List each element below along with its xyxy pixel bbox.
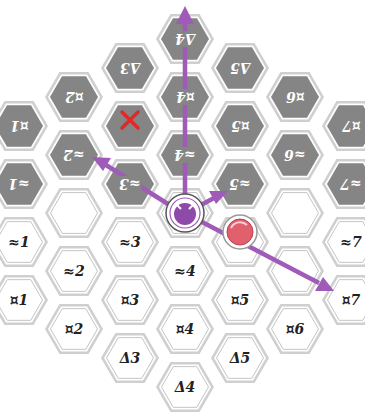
player-tile: ≈2 [45, 245, 103, 297]
opponent-tile: ≈4 [156, 129, 214, 181]
tile-label: Δ4 [174, 379, 197, 395]
tile-label: ≈7 [339, 234, 362, 250]
player-tile: ¤7 [322, 274, 365, 326]
opponent-tile: ≈2 [45, 129, 103, 181]
player-tile: ¤4 [156, 303, 214, 355]
blank-tile [45, 188, 103, 238]
tile-label: ≈5 [228, 176, 251, 192]
tile-label: ≈2 [62, 263, 85, 279]
player-tile: ¤6 [266, 303, 324, 355]
red-cross [122, 112, 138, 128]
player-tile: Δ4 [156, 361, 214, 413]
tile-label: ¤2 [64, 321, 85, 337]
move-arrows [92, 6, 334, 291]
tile-label: ¤5 [230, 118, 251, 134]
tile-label: Δ3 [119, 60, 142, 76]
player-tile: ¤3 [101, 274, 159, 326]
tile-label: Δ5 [229, 60, 252, 76]
opponent-tile: ≈1 [0, 158, 48, 210]
tile-label: ≈3 [118, 176, 141, 192]
tile-label: ≈6 [283, 147, 306, 163]
player-tile: ≈1 [0, 216, 48, 268]
opponent-tile: ¤5 [211, 100, 269, 152]
purple-token [166, 194, 204, 232]
tile-label: ¤7 [341, 118, 362, 134]
player-tile: ≈7 [322, 216, 365, 268]
tile-label: ¤4 [175, 321, 196, 337]
tile-label: ≈4 [173, 147, 196, 163]
tile-label: ≈1 [7, 234, 30, 250]
opponent-tile: Δ5 [211, 42, 269, 94]
tile-label: ¤1 [9, 292, 30, 308]
player-tile: ¤1 [0, 274, 48, 326]
opponent-tile: ≈5 [211, 158, 269, 210]
blank-tile [266, 188, 324, 238]
blank-tile [156, 188, 214, 238]
opponent-tile: ≈3 [101, 158, 159, 210]
player-tile: ¤2 [45, 303, 103, 355]
tile-label: ¤2 [64, 89, 85, 105]
tile-label: ¤3 [120, 292, 141, 308]
player-tile: ≈3 [101, 216, 159, 268]
blank-tile [211, 217, 269, 267]
opponent-tile: ¤2 [45, 71, 103, 123]
opponent-tile: ¤1 [0, 100, 48, 152]
tile-label: ≈1 [7, 176, 30, 192]
tile-label: ≈7 [339, 176, 362, 192]
tile-label: ¤6 [285, 321, 306, 337]
tile-label: Δ5 [229, 350, 252, 366]
tile-label: ≈3 [118, 234, 141, 250]
tile-label: ≈4 [173, 263, 196, 279]
blank-tile [101, 101, 159, 151]
tile-label: ¤6 [285, 89, 306, 105]
tile-label: ¤4 [175, 89, 196, 105]
tile-label: ¤7 [341, 292, 362, 308]
red-token [223, 215, 257, 249]
tile-label: ¤1 [9, 118, 30, 134]
player-tile: ≈4 [156, 245, 214, 297]
opponent-tile: Δ3 [101, 42, 159, 94]
tile-label: ≈2 [62, 147, 85, 163]
tile-label: Δ3 [119, 350, 142, 366]
player-tile: ¤5 [211, 274, 269, 326]
player-tile: Δ5 [211, 332, 269, 384]
opponent-tile: ≈7 [322, 158, 365, 210]
tile-label: Δ4 [174, 31, 197, 47]
tile-label: ¤5 [230, 292, 251, 308]
opponent-tile: ¤4 [156, 71, 214, 123]
opponent-tile: ≈6 [266, 129, 324, 181]
opponent-tile: Δ4 [156, 13, 214, 65]
opponent-tile: ¤6 [266, 71, 324, 123]
player-tile: Δ3 [101, 332, 159, 384]
opponent-tile: ¤7 [322, 100, 365, 152]
